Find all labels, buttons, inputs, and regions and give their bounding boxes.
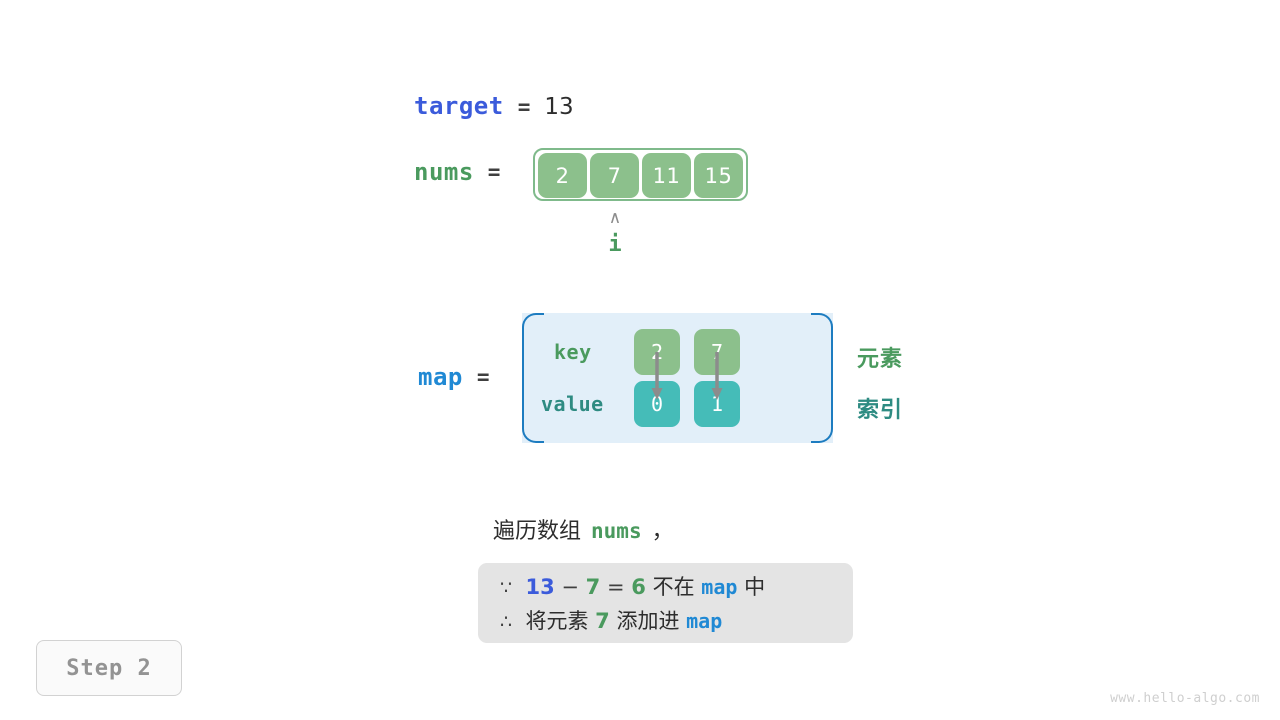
nums-array-container: 2 7 11 15 (533, 148, 748, 201)
reasoning-line-1: ∵ 13 − 7 = 6 不在 map 中 (500, 571, 831, 601)
target-equals-sign: = (517, 95, 531, 119)
map-equals-sign: = (476, 365, 490, 389)
index-pointer-label: i (608, 232, 622, 257)
array-cell: 7 (590, 153, 639, 198)
map-key-side-note: 元素 (857, 347, 904, 372)
reason2-number: 7 (595, 609, 610, 633)
index-pointer-caret-icon: ∧ (608, 208, 622, 228)
caption-comma: ， (651, 519, 674, 544)
nums-equals-sign: = (487, 160, 501, 184)
array-cell: 11 (642, 153, 691, 198)
reason-equals-sign: = (606, 575, 625, 599)
array-cell: 2 (538, 153, 587, 198)
reason2-text-mid: 添加进 (616, 609, 680, 633)
step-badge: Step 2 (36, 640, 182, 696)
array-cell: 15 (694, 153, 743, 198)
map-value-row-label: value (541, 392, 604, 416)
caption-text: 遍历数组 (493, 519, 582, 544)
reason-minus-sign: − (561, 575, 579, 599)
reason-operand-a: 13 (525, 575, 555, 599)
target-assignment-row: target = 13 (414, 92, 574, 120)
map-value-side-note: 索引 (857, 398, 904, 423)
because-symbol: ∵ (500, 577, 513, 599)
map-key-row-label: key (554, 340, 592, 364)
reason2-text-start: 将元素 (525, 609, 589, 633)
nums-variable-label: nums (414, 158, 474, 186)
reason-result: 6 (631, 575, 646, 599)
map-assignment-row: map = (418, 363, 490, 391)
key-to-value-arrow-icon (651, 352, 663, 400)
target-value: 13 (544, 94, 574, 120)
watermark: www.hello-algo.com (1110, 691, 1260, 706)
reason-operand-b: 7 (585, 575, 601, 599)
key-to-value-arrow-icon (711, 352, 723, 400)
reasoning-box: ∵ 13 − 7 = 6 不在 map 中 ∴ 将元素 7 添加进 map (478, 563, 853, 643)
map-variable-label: map (418, 363, 463, 391)
nums-assignment-row: nums = (414, 158, 500, 186)
reasoning-line-2: ∴ 将元素 7 添加进 map (500, 605, 831, 635)
therefore-symbol: ∴ (500, 611, 513, 633)
caption-code-token: nums (591, 519, 642, 543)
reason-text-end: 中 (744, 575, 766, 599)
caption-row: 遍历数组 nums ， (493, 513, 674, 545)
reason-map-token: map (701, 575, 738, 599)
target-variable-label: target (414, 92, 504, 120)
reason2-map-token: map (686, 609, 723, 633)
reason-text-mid: 不在 (652, 575, 695, 599)
